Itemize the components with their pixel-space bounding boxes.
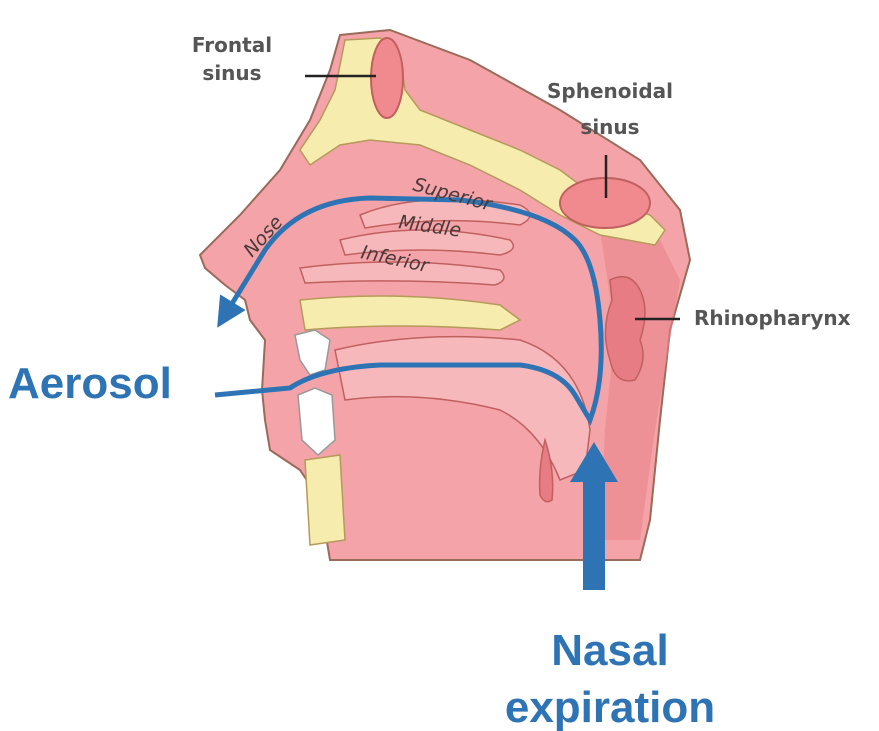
- frontal-sinus-label-line1: Frontal: [192, 33, 272, 57]
- nasal-expiration-label-line1: Nasal: [551, 626, 668, 675]
- sphenoidal-sinus-label-line1: Sphenoidal: [547, 79, 673, 103]
- aerosol-label: Aerosol: [8, 359, 172, 408]
- rhinopharynx-label: Rhinopharynx: [694, 306, 851, 330]
- pharynx-wall: [600, 230, 680, 540]
- frontal-sinus: [371, 38, 403, 118]
- sphenoidal-sinus-label-line2: sinus: [580, 115, 639, 139]
- mandible-bone: [305, 455, 345, 545]
- adenoid-tissue: [605, 277, 645, 381]
- nasal-expiration-label-line2: expiration: [505, 683, 715, 731]
- frontal-sinus-label-line2: sinus: [202, 61, 261, 85]
